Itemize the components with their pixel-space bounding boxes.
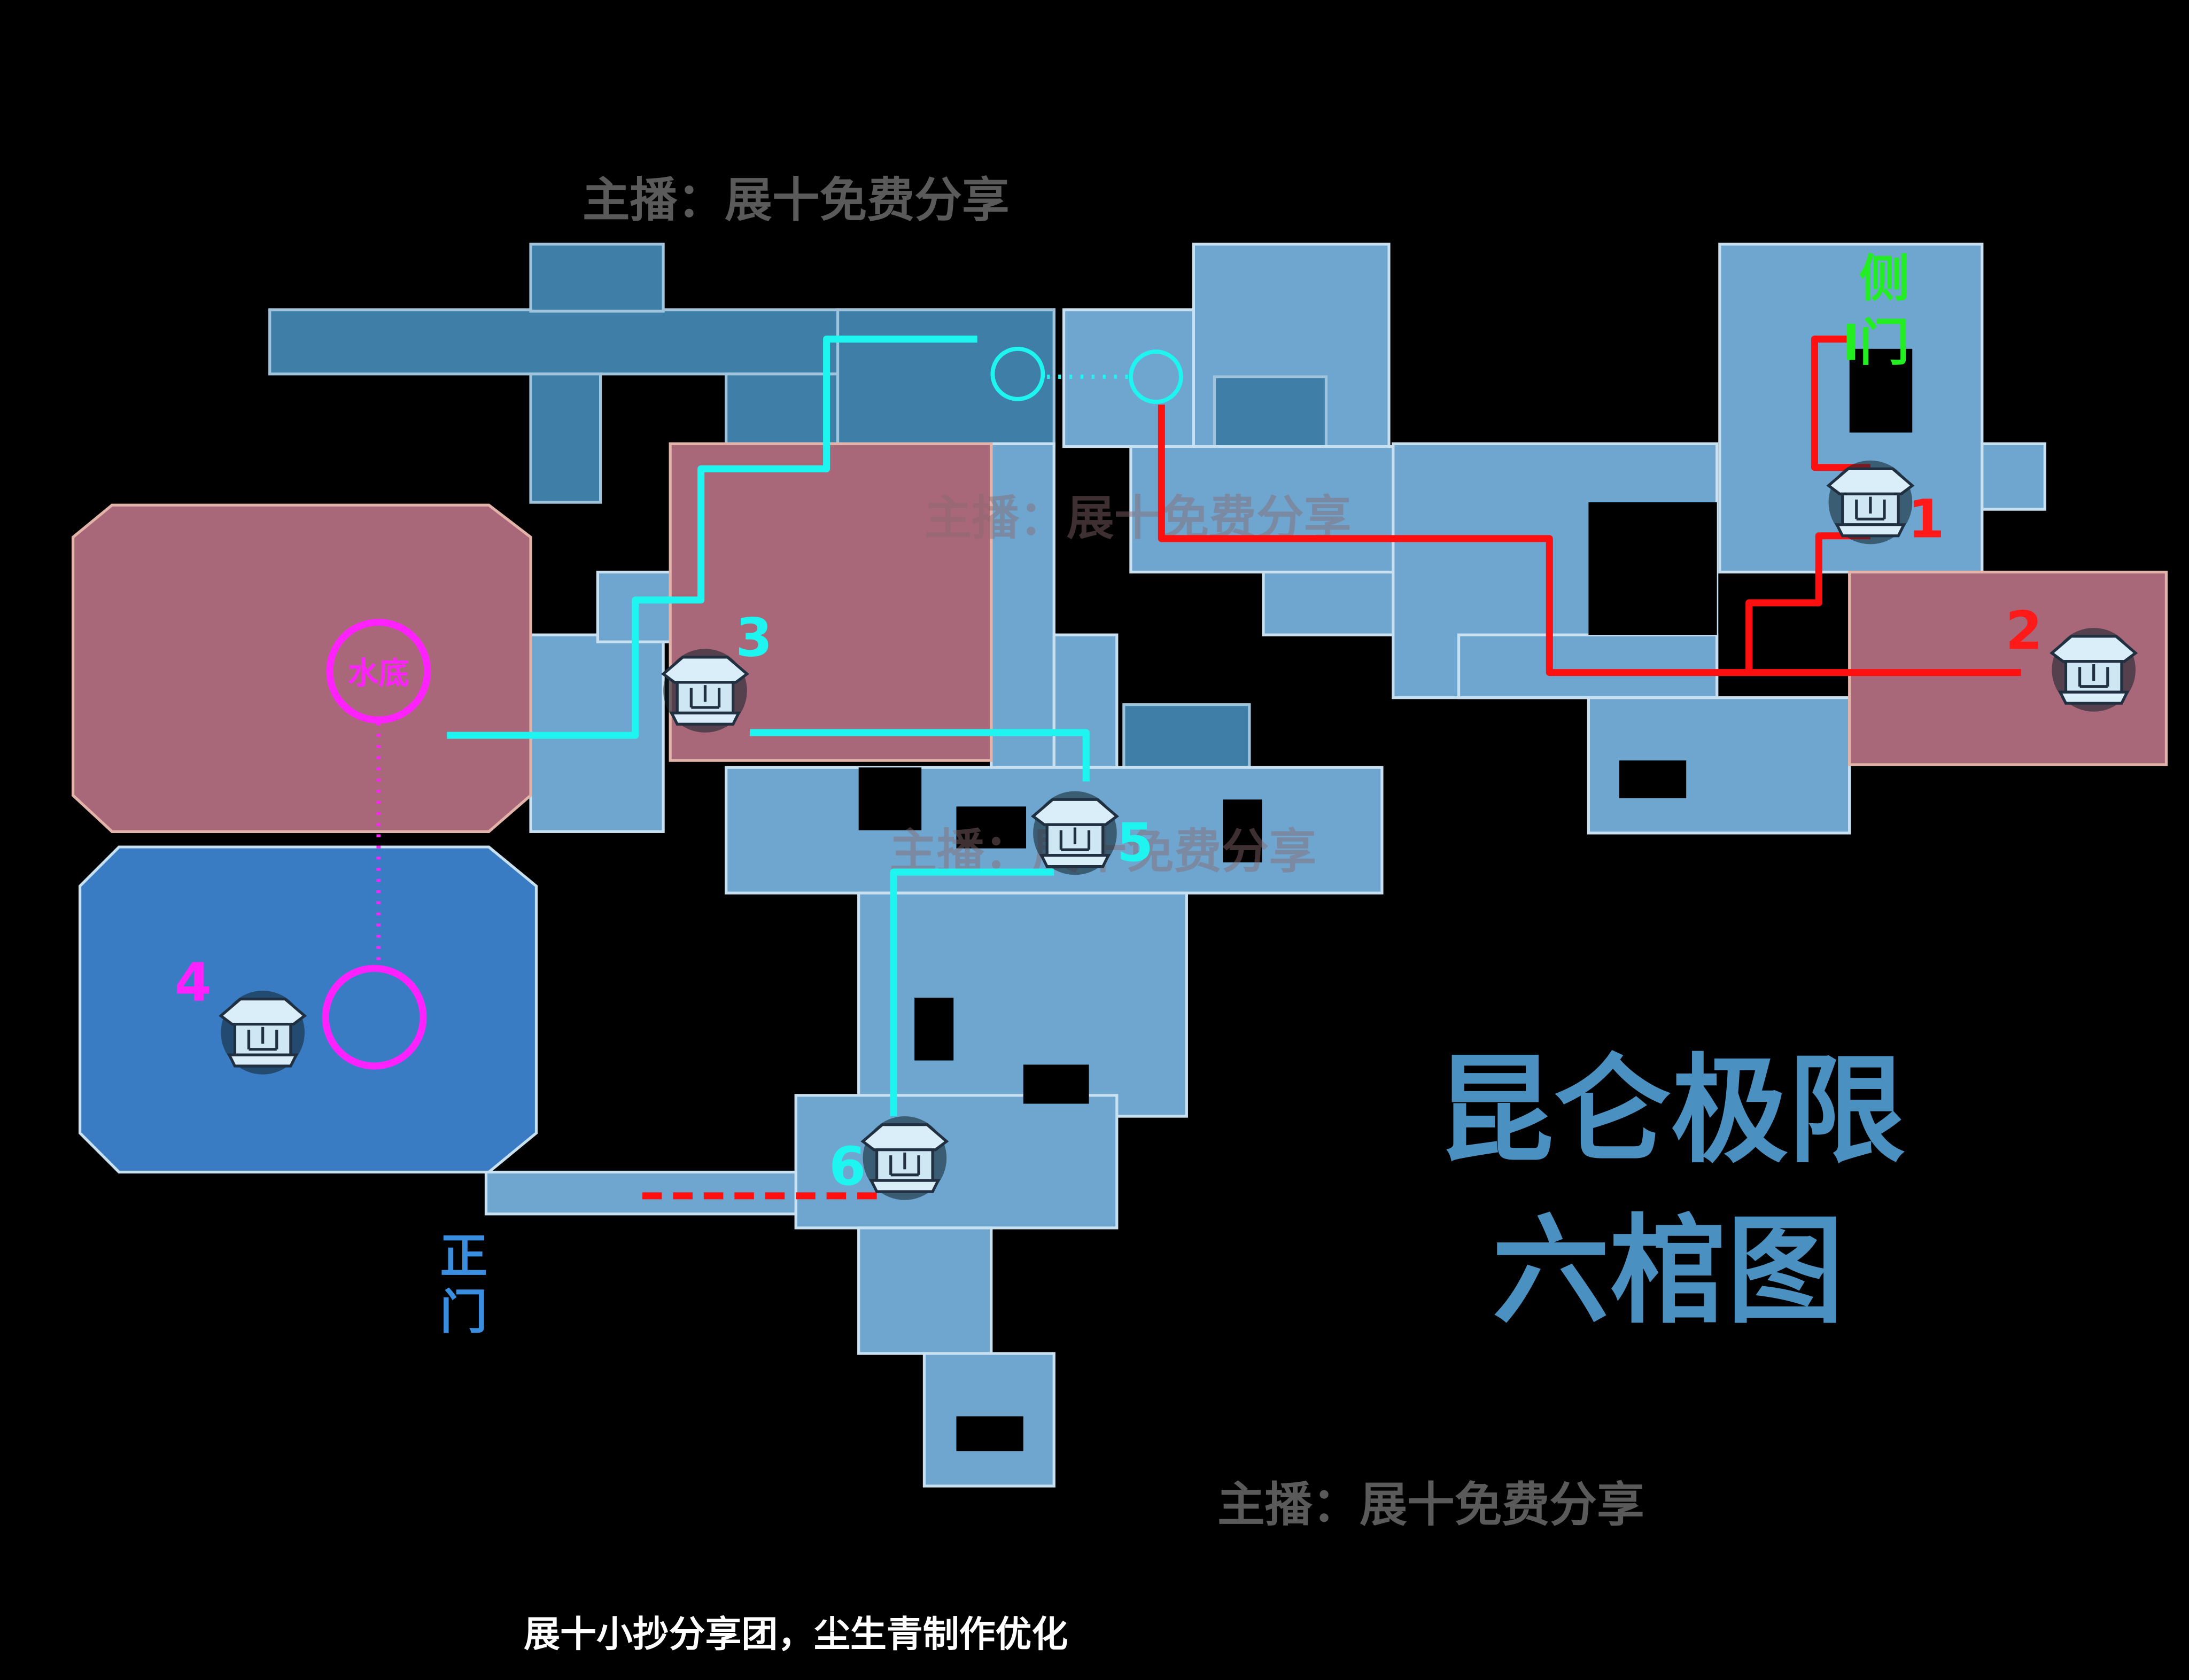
cyan-route-6 (890, 868, 1054, 1117)
entrance-corridor (484, 1170, 797, 1216)
red-hall-left (71, 503, 532, 833)
coffin-icon (1829, 461, 1913, 545)
coffin-3: 3 (663, 607, 772, 733)
cyan-marker-circle (990, 346, 1045, 401)
coffin-icon (2052, 628, 2136, 712)
coffin-5: 5 (1033, 791, 1153, 875)
coffin-number: 5 (1116, 812, 1153, 874)
water-hall (78, 845, 538, 1174)
side-door-label: 门 (1859, 314, 1909, 372)
watermark-top: 主播：展十免费分享 (583, 173, 1010, 228)
coffin-6: 6 (829, 1116, 946, 1200)
main-door-label: 门 (440, 1285, 487, 1340)
coffin-icon (221, 991, 305, 1075)
map-title: 昆仑极限 (1437, 1042, 1905, 1179)
red-route-side-door (1811, 336, 1870, 471)
cyan-route-3 (447, 336, 977, 739)
coffin-icon (1033, 791, 1117, 875)
map-subtitle: 六棺图 (1492, 1203, 1844, 1340)
coffin-number: 6 (829, 1136, 866, 1197)
coffin-number: 1 (1908, 488, 1945, 550)
coffin-2: 2 (2006, 600, 2136, 712)
credits-footer: 展十小抄分享团，尘生青制作优化 (524, 1613, 1068, 1655)
coffin-1: 1 (1829, 461, 1945, 550)
main-door-label: 正 (440, 1229, 487, 1284)
cyan-marker-circle (1128, 349, 1183, 404)
coffin-number: 2 (2006, 600, 2043, 662)
underwater-circle-bottom (322, 965, 427, 1070)
coffin-number: 4 (175, 952, 212, 1013)
red-route-2 (1158, 405, 2021, 676)
routes: 水底 (322, 323, 2021, 1200)
door-labels: 侧 门 正 门 (440, 250, 1909, 1340)
coffin-icon (863, 1116, 947, 1200)
red-route-1 (1745, 532, 1870, 673)
coffin-icon (663, 649, 747, 733)
underwater-label: 水底 (348, 656, 409, 691)
coffin-number: 3 (735, 607, 772, 668)
cyan-route-5 (750, 729, 1090, 782)
underwater-circle-top (326, 619, 431, 724)
side-door-label: 侧 (1859, 250, 1909, 308)
coffins: 1 2 3 4 5 6 (175, 461, 2136, 1200)
coffin-4: 4 (175, 952, 305, 1074)
watermark-bottom: 主播：展十免费分享 (1217, 1477, 1644, 1532)
dark-room (1122, 703, 1251, 769)
watermarks: 主播：展十免费分享 主播：展十免费分享 主播：展十免费分享 主播：展十免费分享 (583, 173, 1644, 1533)
